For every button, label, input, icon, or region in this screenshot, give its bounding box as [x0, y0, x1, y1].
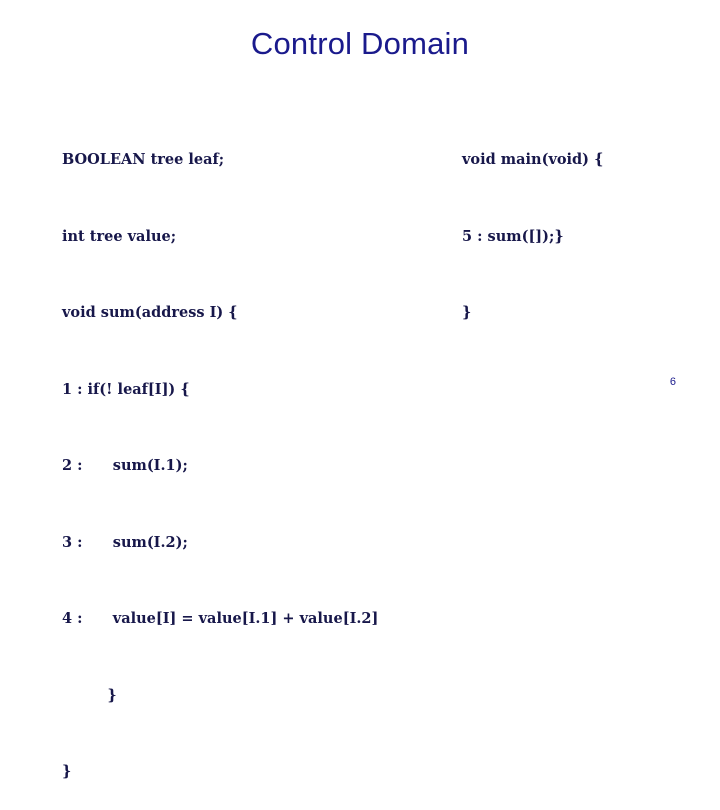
code-line: }: [62, 763, 72, 780]
code-line: }: [462, 304, 472, 321]
slide-canvas: Control Domain BOOLEAN tree leaf; int tr…: [0, 26, 720, 780]
code-line: 4 : value[I] = value[I.1] + value[I.2]: [62, 610, 379, 627]
code-line: int tree value;: [62, 227, 177, 245]
code-listing: BOOLEAN tree leaf; int tree value; void …: [0, 96, 720, 780]
code-line: 2 : sum(I.1);: [62, 457, 188, 474]
code-line: BOOLEAN tree leaf;: [62, 151, 225, 168]
code-line: 1 : if(! leaf[I]) {: [62, 380, 190, 398]
code-line: void sum(address I) {: [62, 304, 238, 321]
code-line: 5 : sum([]);}: [462, 227, 564, 245]
code-column-right: void main(void) { 5 : sum([]);} }: [462, 96, 603, 377]
code-line: }: [62, 686, 117, 704]
page-title: Control Domain: [250, 26, 470, 61]
code-line: 3 : sum(I.2);: [62, 533, 188, 551]
page-number: 6: [669, 376, 676, 388]
code-line: void main(void) {: [462, 151, 604, 168]
code-column-left: BOOLEAN tree leaf; int tree value; void …: [62, 96, 378, 810]
